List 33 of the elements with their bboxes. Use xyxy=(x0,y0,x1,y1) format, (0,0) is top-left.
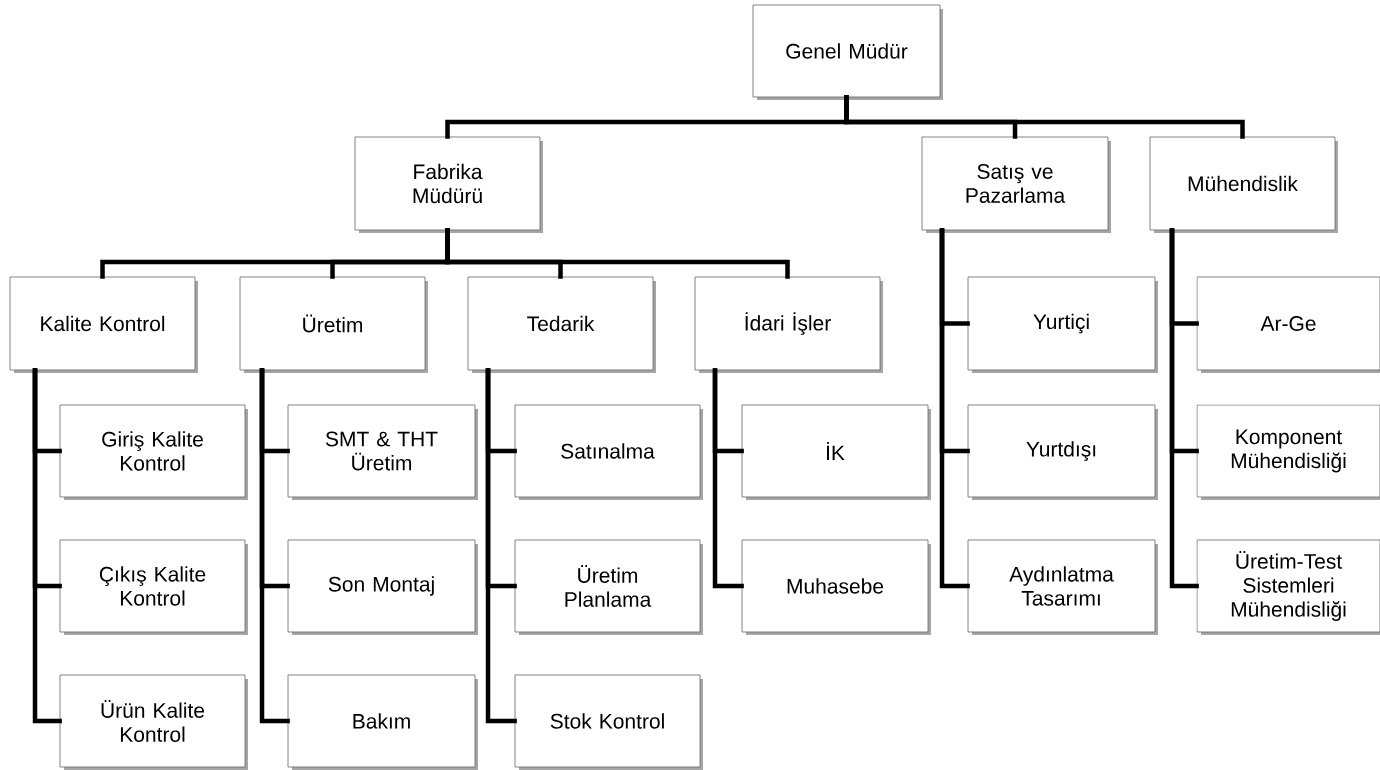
org-box: Muhasebe xyxy=(741,539,931,635)
org-box: Çıkış Kalite Kontrol xyxy=(59,539,248,635)
org-box: Genel Müdür xyxy=(752,4,943,100)
connector-line xyxy=(1169,228,1199,589)
org-box: Mühendislik xyxy=(1149,136,1338,233)
org-box: Giriş Kalite Kontrol xyxy=(59,404,248,500)
org-box: İK xyxy=(741,404,931,500)
org-box: Yurtdışı xyxy=(967,404,1158,500)
connector-line xyxy=(485,368,517,724)
org-box: SMT & THT Üretim xyxy=(287,404,478,500)
org-box: Satış ve Pazarlama xyxy=(921,136,1111,233)
org-box: Yurtiçi xyxy=(967,276,1158,373)
org-box: Tedarik xyxy=(467,276,656,373)
org-box: Bakım xyxy=(287,674,478,770)
org-box: Üretim xyxy=(239,276,428,373)
org-box: Fabrika Müdürü xyxy=(354,136,543,233)
org-box: Ar-Ge xyxy=(1196,276,1380,373)
connector-line xyxy=(844,95,1245,139)
org-box: Son Montaj xyxy=(287,539,478,635)
connector-line xyxy=(32,368,62,724)
org-box: Üretim Planlama xyxy=(514,539,703,635)
connector-line xyxy=(939,228,970,589)
org-box: Ürün Kalite Kontrol xyxy=(59,674,248,770)
connector-line xyxy=(259,368,290,724)
org-box: İdari İşler xyxy=(694,276,883,373)
org-box: Kalite Kontrol xyxy=(9,276,198,373)
org-box: Komponent Mühendisliği xyxy=(1196,404,1380,500)
org-box: Aydınlatma Tasarımı xyxy=(967,539,1158,635)
connector-line xyxy=(712,368,744,589)
org-box: Satınalma xyxy=(514,404,703,500)
org-box: Üretim-Test Sistemleri Mühendisliği xyxy=(1196,539,1380,635)
org-box: Stok Kontrol xyxy=(514,674,703,770)
connector-line xyxy=(445,228,790,279)
